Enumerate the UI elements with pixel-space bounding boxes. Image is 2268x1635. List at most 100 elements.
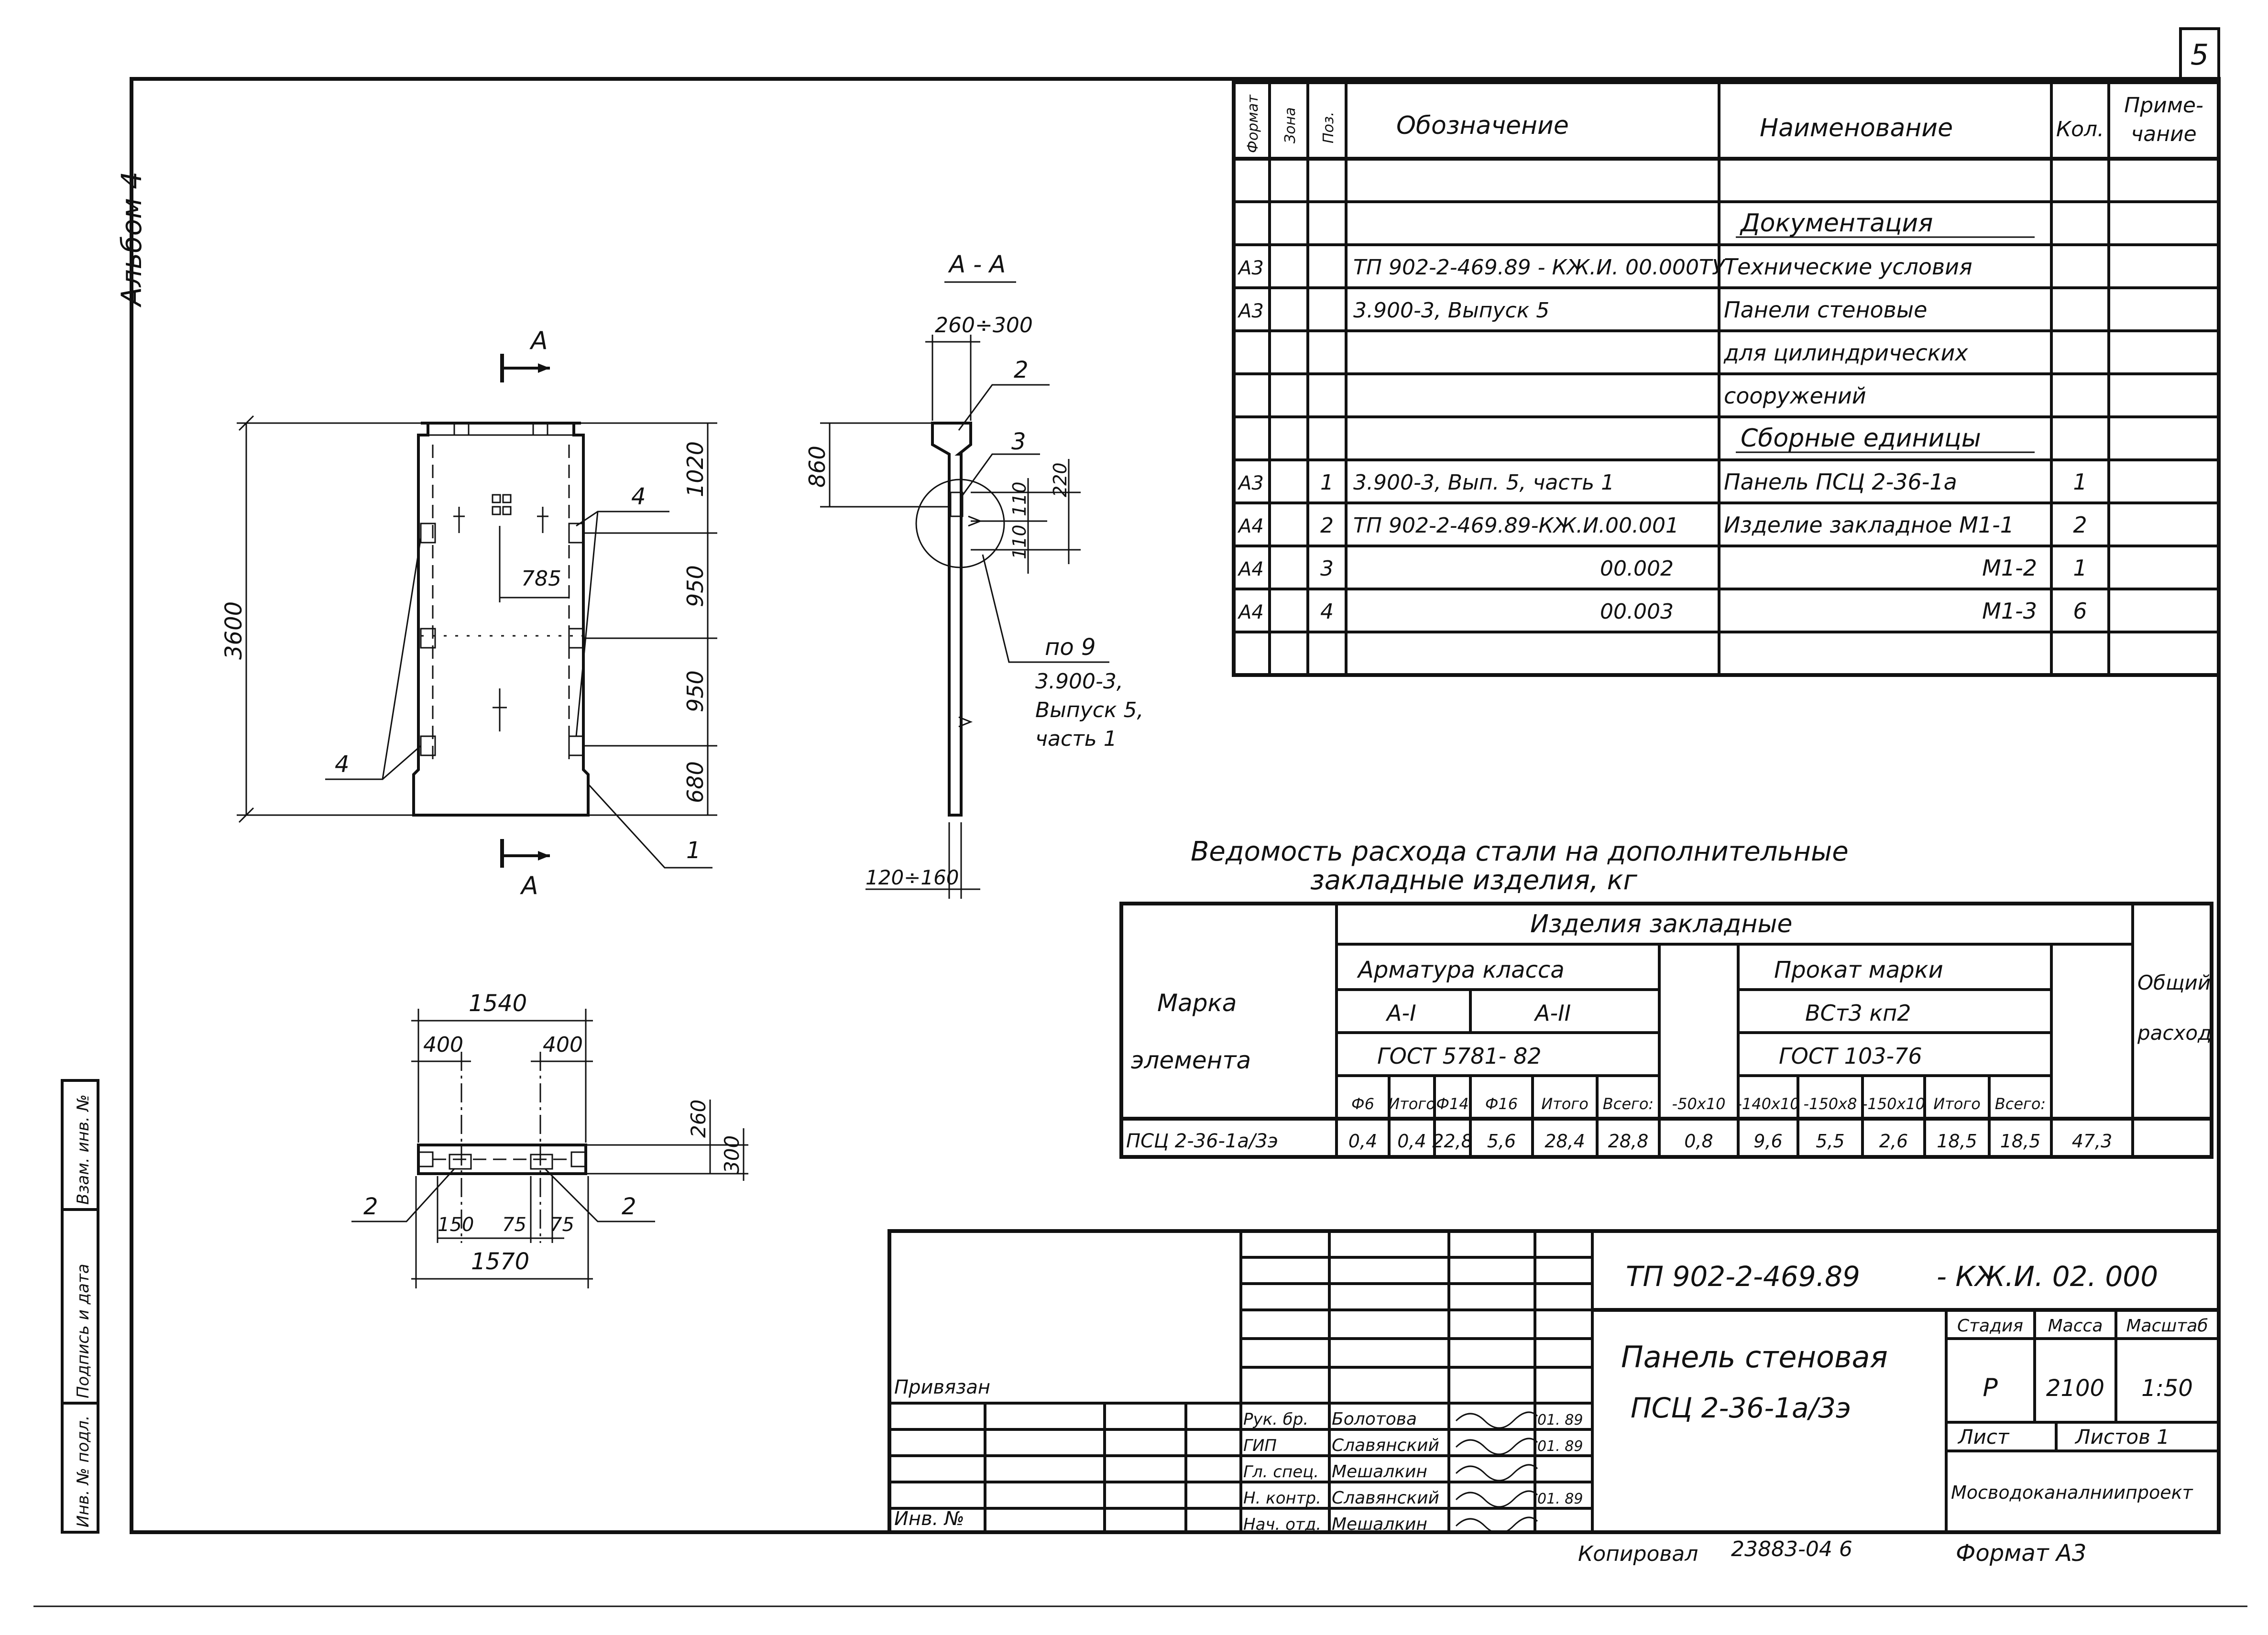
dim-400-right: 400	[543, 1033, 583, 1057]
sheets-label: Листов 1	[2074, 1425, 2169, 1449]
dim-860: 860	[804, 446, 830, 488]
section-leader-3: 3	[1011, 428, 1026, 455]
signature-role: ГИП	[1243, 1436, 1277, 1455]
title-line-2: ПСЦ 2-36-1а/3э	[1631, 1392, 1851, 1424]
steel-subheader: Ф6	[1351, 1095, 1374, 1113]
plan-leader-2-right: 2	[622, 1193, 636, 1220]
dim-75-b: 75	[550, 1214, 574, 1236]
steel-value: 0,4	[1397, 1131, 1426, 1152]
steel-value: 5,6	[1487, 1131, 1516, 1152]
spec-pos: 3	[1320, 556, 1334, 581]
header-note-1: Приме-	[2124, 93, 2203, 118]
panel-plan: 1540 400 400 260 300 150 75 75 1570 2 2	[351, 990, 748, 1288]
dim-300: 300	[720, 1135, 744, 1174]
handwritten-signature	[1455, 1490, 1538, 1508]
steel-value: 0,8	[1684, 1131, 1713, 1152]
spec-pos: 1	[1320, 470, 1334, 495]
spec-designation: ТП 902-2-469.89 - КЖ.И. 00.000ТУ	[1353, 255, 1726, 280]
side-stamp-replace: Взам. инв. №	[74, 1094, 93, 1205]
steel-subheader: Ф16	[1485, 1095, 1518, 1113]
spec-name: Сборные единицы	[1741, 424, 1981, 453]
project-code: ТП 902-2-469.89	[1626, 1260, 1860, 1293]
spec-format: А3	[1237, 257, 1264, 279]
spec-name: Документация	[1740, 209, 1933, 238]
header-pos: Поз.	[1320, 112, 1337, 143]
steel-a2: А-II	[1534, 1000, 1571, 1026]
format-label: Формат А3	[1956, 1540, 2086, 1567]
steel-prokat: Прокат марки	[1774, 957, 1943, 983]
section-leader-2: 2	[1014, 357, 1029, 383]
spec-name: сооружений	[1724, 383, 1866, 409]
spec-row: сооружений	[1724, 383, 1866, 409]
steel-subheader: Итого	[1541, 1095, 1589, 1113]
stage-label: Стадия	[1957, 1316, 2023, 1336]
steel-subheader: -140x10	[1736, 1095, 1799, 1113]
spec-format: А3	[1237, 472, 1264, 494]
spec-format: А4	[1237, 601, 1264, 623]
steel-subheader: -50x10	[1672, 1095, 1726, 1113]
signature-name: Мешалкин	[1332, 1515, 1427, 1534]
header-format: Формат	[1245, 94, 1261, 153]
dim-220: 220	[1050, 462, 1071, 497]
spec-designation: 3.900-3, Выпуск 5	[1353, 298, 1549, 323]
steel-value: 5,5	[1816, 1131, 1844, 1152]
dim-top-width: 260÷300	[935, 313, 1033, 338]
panel-elevation: 785 3600 1020 950 950 680 А А 4 4	[220, 327, 717, 900]
dim-110-b: 110	[1009, 524, 1030, 559]
section-a-a: А - А 260÷300 860 110 220 110	[804, 251, 1143, 899]
signature-role: Гл. спец.	[1243, 1462, 1319, 1482]
handwritten-signature	[1455, 1438, 1538, 1455]
dim-400-left: 400	[423, 1033, 463, 1057]
steel-armature: Арматура класса	[1357, 957, 1565, 983]
signature-name: Славянский	[1332, 1436, 1439, 1455]
spec-qty: 1	[2073, 469, 2087, 495]
steel-gost-1: ГОСТ 5781- 82	[1377, 1043, 1542, 1069]
title-block: ТП 902-2-469.89 - КЖ.И. 02. 000 Панель с…	[887, 1229, 2221, 1534]
header-designation: Обозначение	[1396, 111, 1569, 140]
spec-format: А4	[1237, 558, 1264, 580]
signature-role: Н. контр.	[1243, 1489, 1321, 1508]
steel-title-1: Ведомость расхода стали на дополнительны…	[1191, 836, 1849, 867]
album-label: Альбом 4	[115, 172, 148, 308]
mass-value: 2100	[2046, 1375, 2104, 1402]
mass-label: Масса	[2048, 1316, 2103, 1336]
signature-date: 01. 89	[1537, 1491, 1583, 1507]
inv-label: Инв. №	[894, 1508, 964, 1530]
spec-row: для цилиндрических	[1723, 340, 1968, 366]
header-qty: Кол.	[2056, 117, 2104, 142]
dim-110-a: 110	[1009, 481, 1030, 516]
sheet-label: Лист	[1957, 1425, 2010, 1449]
steel-subheader: Итого	[1933, 1095, 1981, 1113]
handwritten-signature	[1455, 1516, 1538, 1534]
spec-row: Документация	[1736, 209, 2035, 238]
steel-mark-2: элемента	[1131, 1046, 1251, 1074]
bound-label: Привязан	[894, 1376, 990, 1398]
dim-3600: 3600	[220, 601, 247, 660]
scale-value: 1:50	[2141, 1375, 2193, 1402]
spec-name: Изделие закладное М1-1	[1724, 512, 2014, 538]
steel-subheader: Итого	[1388, 1095, 1435, 1113]
steel-value: 47,3	[2072, 1131, 2113, 1152]
steel-group: Изделия закладные	[1530, 910, 1792, 938]
steel-subheader: -150x10	[1862, 1095, 1925, 1113]
steel-title-2: закладные изделия, кг	[1310, 865, 1637, 896]
steel-value: 18,5	[2000, 1131, 2041, 1152]
dim-1570: 1570	[471, 1248, 529, 1275]
header-name: Наименование	[1760, 114, 1953, 142]
dim-1020: 1020	[682, 441, 708, 497]
copy-number: 23883-04 6	[1731, 1537, 1852, 1561]
leader-4-right: 4	[631, 483, 646, 510]
signature-role: Нач. отд.	[1243, 1515, 1321, 1534]
copied-label: Копировал	[1578, 1542, 1698, 1566]
handwritten-signature	[1455, 1464, 1538, 1482]
section-note-2: 3.900-3,	[1035, 669, 1123, 694]
spec-format: А4	[1237, 515, 1264, 537]
stage-value: Р	[1983, 1373, 1998, 1402]
spec-qty: 6	[2073, 598, 2087, 624]
steel-value: 0,4	[1348, 1131, 1377, 1152]
dim-bottom-width: 120÷160	[866, 866, 959, 889]
steel-value: 28,8	[1608, 1131, 1649, 1152]
side-stamp-sign: Подпись и дата	[74, 1264, 93, 1398]
